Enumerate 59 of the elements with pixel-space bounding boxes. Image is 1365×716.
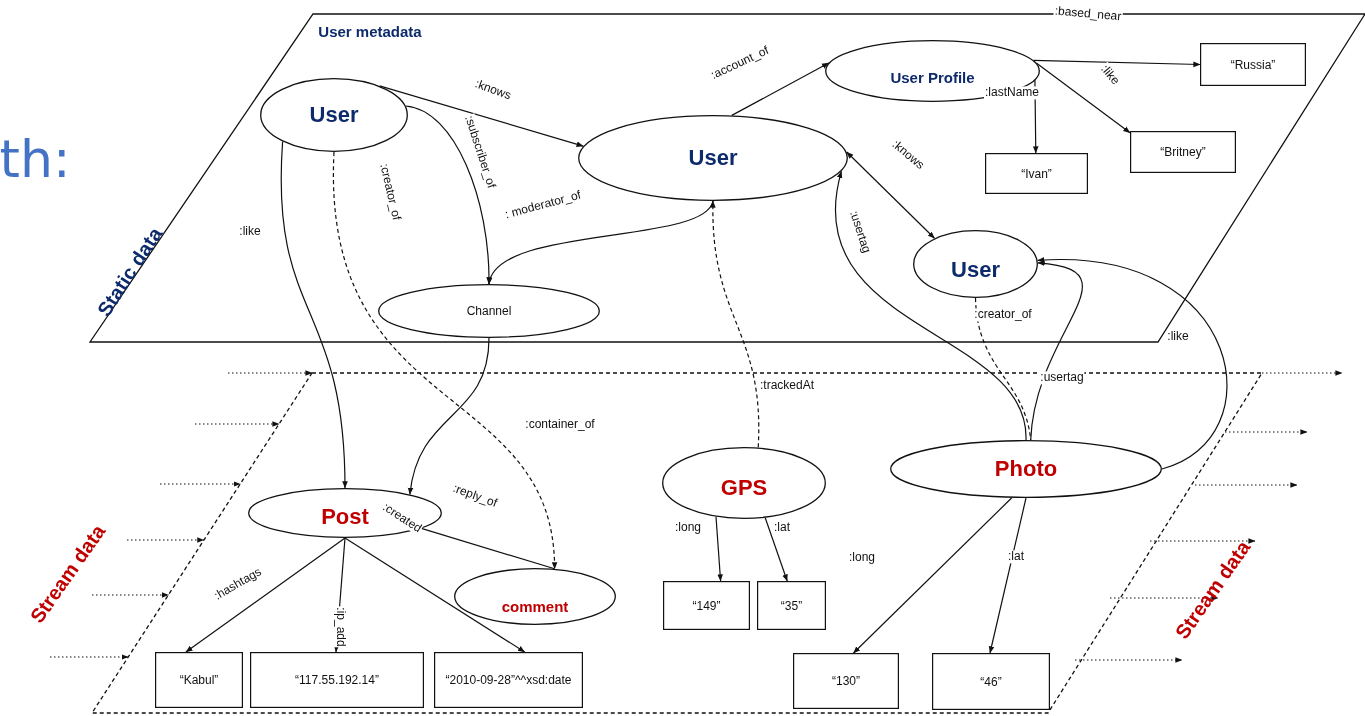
arrow: [280, 141, 348, 489]
arrow: [1032, 59, 1201, 68]
stream-arrow: [1074, 657, 1183, 663]
node-label: Photo: [994, 456, 1058, 482]
edge-label: :long: [848, 551, 876, 565]
stream-arrow: [1224, 429, 1308, 435]
node-label: User: [951, 257, 1000, 283]
stream-arrow: [194, 421, 280, 427]
stream-arrow: [1261, 370, 1343, 376]
node-label: GPS: [720, 475, 768, 501]
literal-value: “35”: [780, 598, 803, 613]
literal-value: “Russia”: [1230, 57, 1276, 72]
edge-label: :creator_of: [973, 308, 1033, 322]
stream-arrow: [159, 481, 241, 487]
literal-value: “46”: [980, 674, 1002, 689]
arrow: [1030, 260, 1083, 441]
literal-value: “2010-09-28”^^xsd:date: [445, 673, 572, 687]
literal-value: “Kabul”: [179, 673, 219, 687]
arrow: [715, 516, 723, 582]
arrow: [988, 497, 1027, 654]
plane-title: User metadata: [318, 22, 422, 40]
literal-value: “Ivan”: [1021, 166, 1052, 181]
arrow: [764, 517, 788, 582]
dashed-arrow: [333, 151, 557, 570]
node-label: comment: [501, 598, 569, 615]
dashed-arrow: [710, 200, 760, 449]
relation-label: :container_of: [524, 418, 596, 432]
arrow: [846, 151, 936, 239]
arrow: [852, 497, 1013, 654]
stream-arrow: [227, 370, 313, 376]
node-label: Post: [321, 504, 369, 530]
node-label: User: [688, 145, 738, 171]
stream-arrow: [1109, 595, 1219, 601]
stream-arrow: [126, 537, 205, 543]
edge-label: :lat: [1007, 550, 1025, 564]
literal-value: “117.55.192.14”: [295, 673, 379, 687]
edge-label: :long: [674, 521, 702, 535]
edge-label: :lastName: [984, 86, 1040, 100]
arrow: [731, 62, 830, 116]
arrow: [408, 337, 490, 495]
arrow: [1037, 257, 1227, 470]
node-label: Channel: [466, 304, 512, 318]
literal-value: “Britney”: [1160, 145, 1206, 159]
literal-value: “149”: [692, 598, 721, 613]
edge-label: :usertag: [1039, 371, 1085, 385]
arrow: [834, 170, 1027, 441]
node-label: User Profile: [890, 68, 975, 86]
stream-arrow: [91, 592, 169, 598]
relation-label: :based_near: [1053, 4, 1123, 24]
arrow: [1035, 62, 1131, 134]
stream-arrow: [49, 654, 129, 660]
arrow: [379, 85, 584, 147]
edge-label: :ip_add: [333, 606, 347, 648]
stream-arrow: [1149, 538, 1256, 544]
arrow: [344, 537, 526, 653]
arrow: [185, 537, 346, 653]
node-label: User: [309, 102, 359, 128]
literal-value: “130”: [832, 674, 860, 688]
stream-arrow: [1194, 482, 1298, 488]
